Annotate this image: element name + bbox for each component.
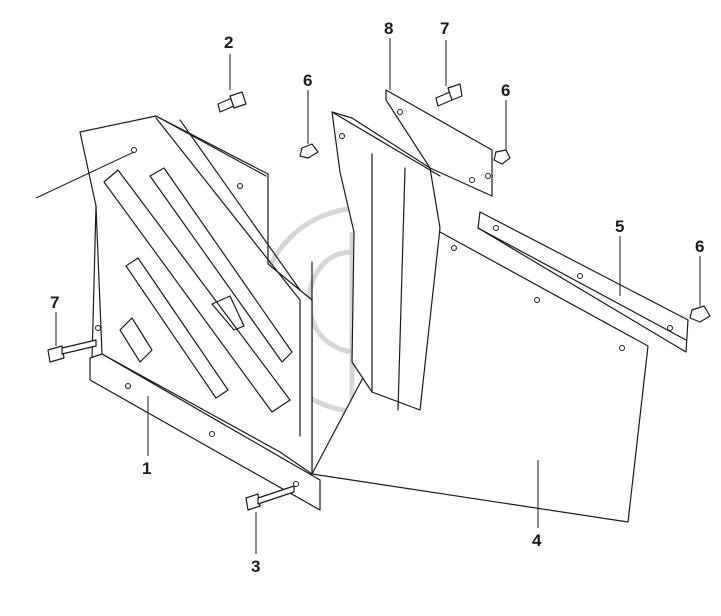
bolt-2-top-left (217, 91, 247, 113)
part-8-center-bracket (331, 89, 493, 411)
callout-5: 5 (615, 217, 624, 236)
nut-6-right (689, 305, 711, 323)
leader-lines (35, 38, 701, 554)
callout-7-left: 7 (50, 293, 59, 312)
nut-6-left (299, 143, 319, 159)
bolt-7-top-center (435, 83, 463, 107)
callout-8: 8 (384, 19, 393, 38)
callout-2: 2 (224, 33, 233, 52)
part-1-side-panel (79, 115, 321, 511)
callout-7-top: 7 (440, 19, 449, 38)
callout-4: 4 (532, 531, 542, 550)
nut-6-center (493, 149, 511, 165)
bolt-3-bottom (245, 485, 295, 511)
callout-6-center: 6 (501, 81, 510, 100)
callout-6-right: 6 (695, 237, 704, 256)
callout-1: 1 (142, 459, 151, 478)
callout-3: 3 (251, 557, 260, 576)
callout-6-left: 6 (303, 71, 312, 90)
callout-labels: 1 2 3 4 5 6 6 6 7 7 8 (50, 19, 704, 576)
part-5-angle-strip (477, 211, 689, 353)
bolt-7-left (47, 339, 97, 363)
